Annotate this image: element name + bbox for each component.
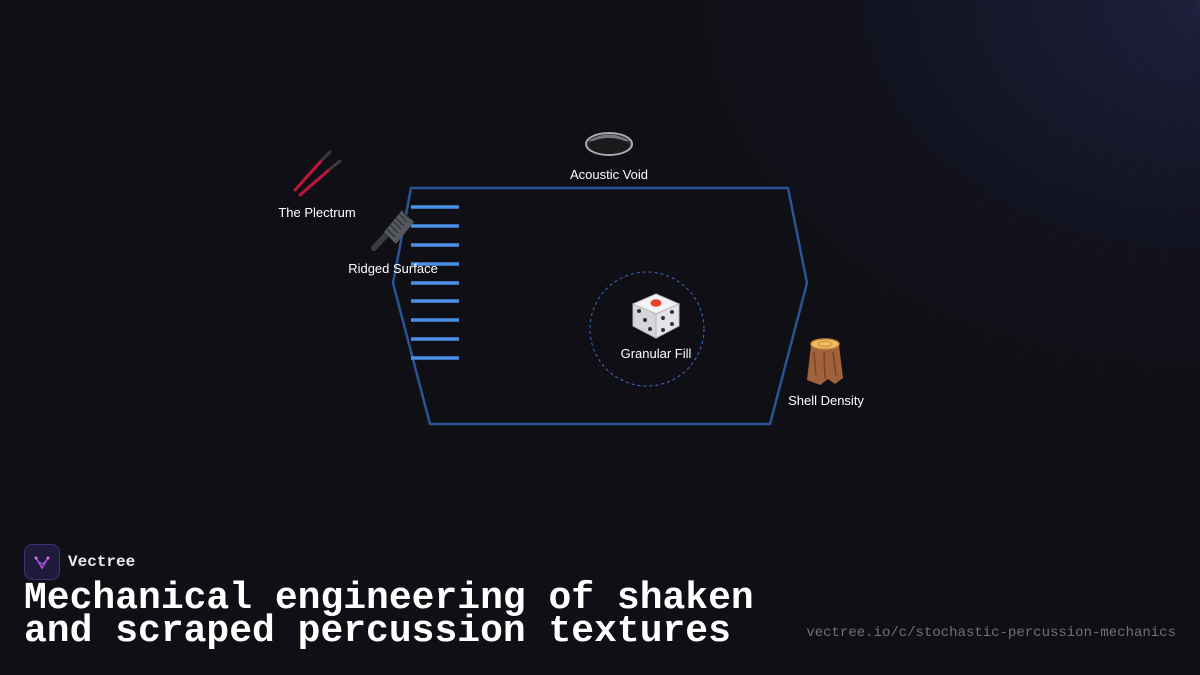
shell-density-label: Shell Density [788, 393, 864, 408]
brand-name: Vectree [68, 553, 136, 571]
bowl-icon [585, 132, 633, 156]
ridged-surface-label: Ridged Surface [348, 261, 438, 276]
vectree-logo-icon [24, 544, 60, 580]
shell-outline [391, 186, 809, 426]
plectrum-label: The Plectrum [278, 205, 356, 220]
granular-ring [589, 271, 705, 387]
wood-icon [807, 338, 843, 385]
ridges [411, 205, 459, 360]
source-url: vectree.io/c/stochastic-percussion-mecha… [806, 625, 1176, 641]
page-title: Mechanical engineering of shaken and scr… [24, 577, 754, 653]
acoustic-void-label: Acoustic Void [569, 167, 649, 182]
chopsticks-icon [293, 150, 342, 197]
comb-icon [371, 210, 414, 251]
granular-fill-label: Granular Fill [620, 346, 692, 361]
brand: Vectree [24, 544, 135, 580]
dice-icon [631, 293, 681, 339]
